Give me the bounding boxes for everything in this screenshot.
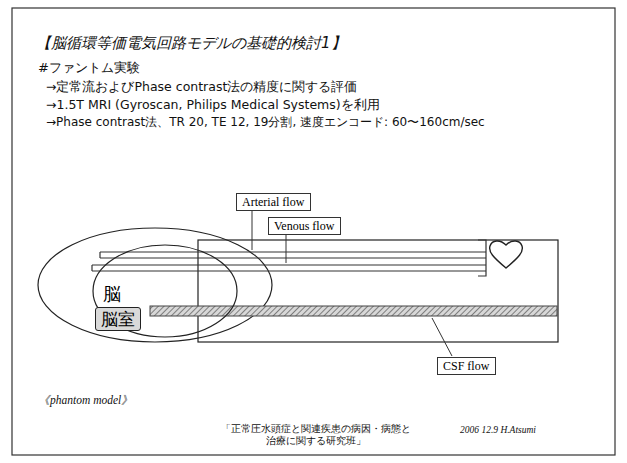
arterial-tube [100, 252, 486, 258]
flow-label-box: Venous flow [268, 217, 341, 235]
pump-joint [478, 240, 486, 276]
figure-caption: 《phantom model》 [38, 393, 133, 407]
bullet-line: →定常流およびPhase contrast法の精度に関する評価 [46, 79, 357, 95]
section-heading: #ファントム実験 [38, 60, 140, 76]
head-outline [38, 228, 272, 342]
ventricle-box: 脳室 [95, 307, 141, 331]
slide-frame [12, 8, 615, 455]
box-label: 脳室 [101, 309, 135, 329]
region-name: 脳 [103, 282, 121, 306]
leader-line [432, 318, 452, 356]
flow-label-box: Arterial flow [236, 193, 311, 211]
venous-tube [92, 265, 486, 271]
heart-pump [490, 241, 523, 268]
footer-group: 「正常圧水頭症と関連疾患の病因・病態と 治療に関する研究班」 [218, 423, 414, 447]
flow-label-box: CSF flow [437, 357, 496, 375]
leader-line [286, 234, 287, 263]
bullet-line: →1.5T MRI (Gyroscan, Philips Medical Sys… [46, 97, 380, 113]
csf-tube [150, 306, 557, 316]
bullet-line: →Phase contrast法、TR 20, TE 12, 19分割, 速度エ… [46, 115, 485, 130]
slide-title: 【脳循環等価電気回路モデルの基礎的検討1】 [36, 34, 346, 53]
brain-region: 脳脳室 [92, 244, 238, 338]
leader-line [252, 211, 253, 250]
footer-date: 2006 12.9 H.Atsumi [460, 425, 536, 437]
box-label: Venous flow [274, 219, 335, 233]
box-label: CSF flow [443, 359, 490, 373]
body-box [198, 240, 558, 342]
box-label: Arterial flow [242, 195, 305, 209]
